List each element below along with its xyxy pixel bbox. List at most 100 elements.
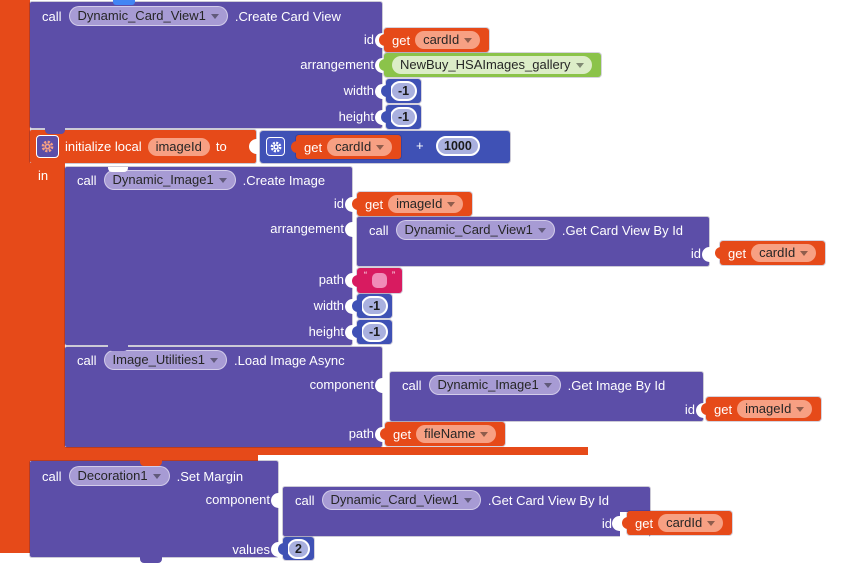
number-field[interactable]: -1 (390, 81, 418, 101)
block-header: call Dynamic_Image1 .Create Image (65, 167, 352, 190)
block-get-card-view-by-id[interactable]: call Dynamic_Card_View1 .Get Card View B… (283, 487, 650, 536)
socket-notch (345, 273, 353, 288)
socket-notch (375, 84, 383, 99)
param-label-path: path (318, 272, 344, 287)
dropdown-value: fileName (424, 426, 476, 441)
socket-notch (345, 197, 353, 212)
chevron-down-icon (152, 473, 161, 479)
text-field[interactable] (372, 273, 387, 288)
component-dropdown[interactable]: Image_Utilities1 (103, 350, 228, 370)
dropdown-value: cardId (335, 139, 372, 154)
get-keyword: get (635, 515, 654, 531)
dropdown-value: cardId (759, 245, 796, 260)
block-get-cardid[interactable]: get cardId (627, 511, 733, 535)
number-field[interactable]: 2 (287, 538, 310, 559)
block-get-cardid[interactable]: get cardId (296, 135, 402, 159)
param-label-component: component (309, 377, 374, 392)
variable-dropdown[interactable]: fileName (416, 425, 497, 443)
gear-icon[interactable] (36, 135, 59, 158)
param-label-id: id (333, 196, 344, 211)
component-dropdown[interactable]: Decoration1 (68, 466, 170, 486)
component-dropdown[interactable]: Dynamic_Image1 (428, 375, 561, 395)
chevron-down-icon (210, 357, 219, 363)
socket-notch (345, 325, 353, 340)
block-number[interactable]: -1 (357, 320, 393, 344)
block-text-string[interactable]: “ ” (357, 268, 402, 293)
variable-name-field[interactable]: imageId (147, 137, 210, 156)
block-header: call Image_Utilities1 .Load Image Async (65, 347, 382, 370)
socket-notch (249, 139, 257, 154)
component-dropdown[interactable]: Dynamic_Image1 (103, 170, 236, 190)
block-number[interactable]: 2 (283, 537, 314, 560)
block-initialize-local[interactable]: initialize local imageId to (30, 130, 257, 163)
block-create-card-view[interactable]: call Dynamic_Card_View1 .Create Card Vie… (30, 2, 383, 128)
gear-icon[interactable] (266, 137, 285, 156)
method-name: .Get Card View By Id (487, 492, 610, 508)
block-get-card-view-by-id[interactable]: call Dynamic_Card_View1 .Get Card View B… (357, 217, 710, 266)
call-keyword: call (295, 492, 315, 508)
param-label-id: id (690, 246, 701, 261)
block-get-cardid[interactable]: get cardId (384, 28, 490, 52)
variable-dropdown[interactable]: cardId (751, 244, 817, 262)
param-label-height: height (338, 109, 374, 124)
component-dropdown[interactable]: NewBuy_HSAImages_gallery (392, 56, 592, 74)
block-get-imageid[interactable]: get imageId (357, 192, 473, 216)
number-field[interactable]: -1 (361, 322, 389, 342)
param-label-component: component (205, 492, 270, 507)
block-component-selector[interactable]: NewBuy_HSAImages_gallery (384, 53, 601, 77)
call-keyword: call (42, 8, 62, 24)
variable-dropdown[interactable]: cardId (658, 514, 724, 532)
block-math-add[interactable]: get cardId + 1000 (260, 131, 510, 163)
number-field[interactable]: -1 (361, 296, 389, 316)
variable-dropdown[interactable]: cardId (415, 31, 481, 49)
plus-operator: + (416, 138, 424, 153)
variable-dropdown[interactable]: imageId (388, 195, 464, 213)
param-label-id: id (684, 402, 695, 417)
block-number[interactable]: -1 (357, 294, 393, 318)
number-field[interactable]: 1000 (436, 136, 480, 156)
component-dropdown[interactable]: Dynamic_Card_View1 (68, 6, 228, 26)
call-keyword: call (77, 352, 97, 368)
socket-notch (696, 403, 704, 418)
block-get-filename[interactable]: get fileName (385, 422, 506, 446)
param-label-arrangement: arrangement (270, 221, 344, 236)
initialize-local-in-spine[interactable] (30, 163, 65, 447)
dropdown-value: Dynamic_Card_View1 (404, 222, 533, 237)
chevron-down-icon (543, 382, 552, 388)
chevron-down-icon (464, 37, 473, 43)
block-number[interactable]: -1 (386, 79, 422, 103)
component-dropdown[interactable]: Dynamic_Card_View1 (395, 220, 555, 240)
socket-notch (375, 427, 383, 442)
block-get-cardid[interactable]: get cardId (720, 241, 826, 265)
number-field[interactable]: -1 (390, 107, 418, 127)
block-header: call Dynamic_Card_View1 .Get Card View B… (357, 217, 709, 240)
dropdown-value: Dynamic_Image1 (437, 377, 539, 392)
variable-dropdown[interactable]: imageId (737, 400, 813, 418)
method-name: .Set Margin (176, 468, 244, 484)
param-label-values: values (232, 542, 270, 557)
component-dropdown[interactable]: Dynamic_Card_View1 (321, 490, 481, 510)
block-set-margin[interactable]: call Decoration1 .Set Margin component v… (30, 461, 279, 557)
block-header: call Decoration1 .Set Margin (30, 461, 278, 486)
block-get-image-by-id[interactable]: call Dynamic_Image1 .Get Image By Id id (390, 372, 704, 421)
param-label-width: width (313, 298, 344, 313)
close-quote: ” (392, 270, 395, 280)
chevron-down-icon (376, 144, 385, 150)
block-create-image[interactable]: call Dynamic_Image1 .Create Image id arr… (65, 167, 353, 345)
block-number[interactable]: -1 (386, 105, 422, 129)
method-name: .Create Image (242, 172, 326, 188)
variable-dropdown[interactable]: cardId (327, 138, 393, 156)
outer-block-left-edge[interactable] (0, 0, 30, 553)
get-keyword: get (392, 32, 411, 48)
chevron-down-icon (537, 227, 546, 233)
socket-notch (702, 247, 710, 262)
initialize-local-keyword: initialize local (65, 139, 142, 154)
get-keyword: get (304, 139, 323, 155)
block-load-image-async[interactable]: call Image_Utilities1 .Load Image Async … (65, 347, 383, 447)
chevron-down-icon (575, 62, 584, 68)
connector-notch (140, 557, 162, 563)
dropdown-value: NewBuy_HSAImages_gallery (400, 57, 571, 72)
block-get-imageid[interactable]: get imageId (706, 397, 822, 421)
initialize-local-shelf[interactable] (30, 447, 588, 455)
